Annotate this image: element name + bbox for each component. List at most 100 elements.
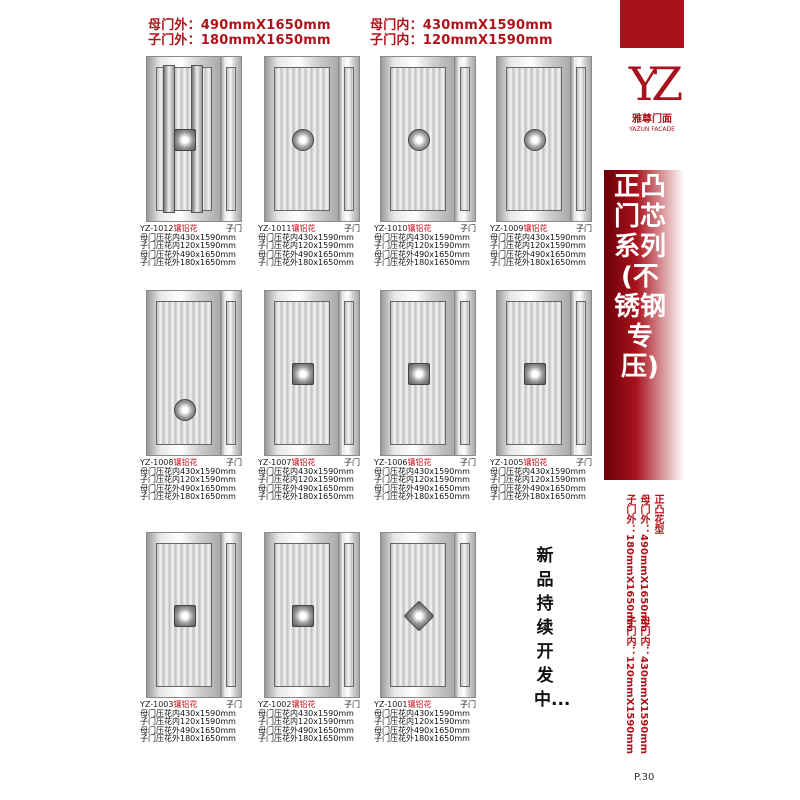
door-panel (344, 301, 354, 445)
spec-line: 子门压花内120x1590mm (258, 475, 354, 485)
spec-line: 子门压花内120x1590mm (490, 241, 586, 251)
spec-line: 子门压花内120x1590mm (140, 475, 236, 485)
header-inner-sub: 子门内：120mmX1590mm (370, 33, 553, 48)
main-door-image (146, 532, 222, 698)
door-panel (576, 67, 586, 211)
spec-line: 子门压花外180x1650mm (140, 734, 236, 744)
door-panel (344, 67, 354, 211)
product-code: YZ-1009 (490, 224, 524, 233)
sub-door-image (338, 56, 360, 222)
main-door-image (264, 532, 340, 698)
product-flower: 镶铝花 (407, 224, 432, 233)
series-title: 正凸门芯系列(不锈钢专压) (613, 172, 666, 382)
spec-line: 母门压花内430x1590mm (374, 708, 470, 718)
product-flower: 镶铝花 (291, 700, 316, 709)
product-flower: 镶铝花 (291, 224, 316, 233)
product-flower: 镶铝花 (173, 458, 198, 467)
spec-line: 子门压花内120x1590mm (140, 717, 236, 727)
spec-line: 母门压花内430x1590mm (140, 708, 236, 718)
spec-line: 子门压花内120x1590mm (490, 475, 586, 485)
aluminum-ornament (174, 399, 196, 421)
sub-door-image (570, 56, 592, 222)
door-panel (156, 301, 212, 445)
sub-door-image (454, 290, 476, 456)
main-door-image (264, 290, 340, 456)
header-outer-sub: 子门外：180mmX1650mm (148, 33, 331, 48)
spec-line: 子门压花内120x1590mm (258, 717, 354, 727)
brand-logo: YZ 雅尊门面 YAZUN FACADE (616, 54, 688, 140)
developing-note: 新品持续开发中... (534, 546, 571, 710)
aluminum-ornament (174, 129, 196, 151)
sub-door-label: 子门 (460, 224, 476, 233)
door-panel (226, 67, 236, 211)
door-panel (226, 301, 236, 445)
product-code: YZ-1003 (140, 700, 174, 709)
aluminum-ornament (524, 129, 546, 151)
main-door-image (146, 56, 222, 222)
spec-line: 子门压花外180x1650mm (490, 258, 586, 268)
product-code: YZ-1007 (258, 458, 292, 467)
spec-line: 母门压花外490x1650mm (258, 483, 354, 493)
spec-line: 子门压花外180x1650mm (140, 492, 236, 502)
sub-door-label: 子门 (226, 458, 242, 467)
product-flower: 镶铝花 (407, 700, 432, 709)
aluminum-ornament (524, 363, 546, 385)
sub-door-label: 子门 (344, 458, 360, 467)
main-door-image (264, 56, 340, 222)
main-door-image (380, 290, 456, 456)
product-code: YZ-1005 (490, 458, 524, 467)
product-code: YZ-1001 (374, 700, 408, 709)
spec-line: 母门压花内430x1590mm (374, 232, 470, 242)
spec-line: 子门压花外180x1650mm (140, 258, 236, 268)
sub-door-label: 子门 (226, 700, 242, 709)
aluminum-ornament (408, 363, 430, 385)
spec-line: 母门压花外490x1650mm (374, 725, 470, 735)
spec-line: 子门压花外180x1650mm (258, 492, 354, 502)
spec-line: 子门压花外180x1650mm (258, 258, 354, 268)
sub-door-label: 子门 (576, 224, 592, 233)
side-spec-inner-sub: 子门内：120mmX1590mm (624, 616, 635, 755)
product-code: YZ-1010 (374, 224, 408, 233)
product-flower: 镶铝花 (173, 700, 198, 709)
spec-line: 子门压花内120x1590mm (140, 241, 236, 251)
brand-name-en: YAZUN FACADE (629, 126, 675, 133)
door-panel (344, 543, 354, 687)
spec-line: 母门压花外490x1650mm (374, 249, 470, 259)
product-flower: 镶铝花 (523, 458, 548, 467)
product-code: YZ-1006 (374, 458, 408, 467)
product-code: YZ-1008 (140, 458, 174, 467)
logo-mark: YZ (628, 57, 683, 111)
spec-line: 母门压花外490x1650mm (258, 725, 354, 735)
spec-line: 母门压花内430x1590mm (140, 232, 236, 242)
sub-door-image (338, 532, 360, 698)
brand-name-cn: 雅尊门面 (632, 114, 672, 125)
main-door-image (146, 290, 222, 456)
side-spec-type: 正凸花型 (652, 494, 663, 534)
sub-door-label: 子门 (460, 458, 476, 467)
spec-line: 母门压花内430x1590mm (258, 466, 354, 476)
header-outer-main: 母门外：490mmX1650mm (148, 18, 331, 33)
spec-line: 母门压花外490x1650mm (258, 249, 354, 259)
main-door-image (380, 532, 456, 698)
sub-door-image (570, 290, 592, 456)
sub-door-image (338, 290, 360, 456)
spec-line: 母门压花外490x1650mm (374, 483, 470, 493)
